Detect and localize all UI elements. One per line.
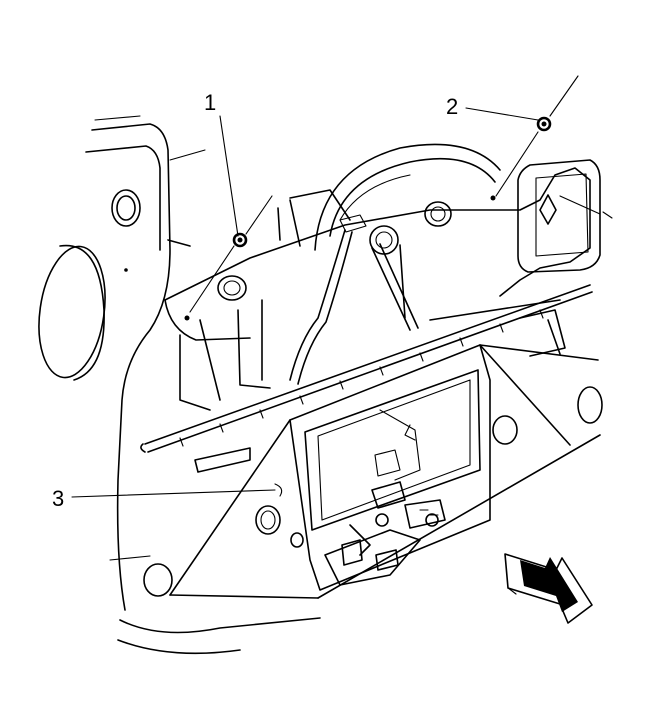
panel-bosses: [111, 189, 603, 597]
svg-text:2: 2: [446, 94, 458, 119]
glass-run-arc: [314, 143, 501, 251]
lock-rod: [140, 284, 593, 453]
svg-text:1: 1: [204, 90, 216, 115]
callout-leaders: [71, 107, 539, 498]
fastener-right: [539, 194, 613, 225]
svg-text:3: 3: [52, 486, 64, 511]
latch-panel: [289, 344, 491, 591]
callout-3: 3: [52, 486, 64, 511]
direction-arrow-icon: [504, 553, 593, 624]
fastener-2-nut: [495, 75, 579, 197]
callout-2: 2: [446, 94, 458, 119]
module-carrier: [164, 159, 601, 411]
carrier-bosses: [124, 195, 496, 321]
lower-channel: [194, 299, 566, 473]
speaker-opening: [38, 244, 106, 381]
cable-harness: [289, 214, 419, 385]
door-inner-panel: [85, 115, 321, 655]
panel-outline-lines: [169, 344, 601, 599]
callout-1: 1: [204, 90, 216, 115]
fastener-1-nut: [189, 195, 273, 313]
